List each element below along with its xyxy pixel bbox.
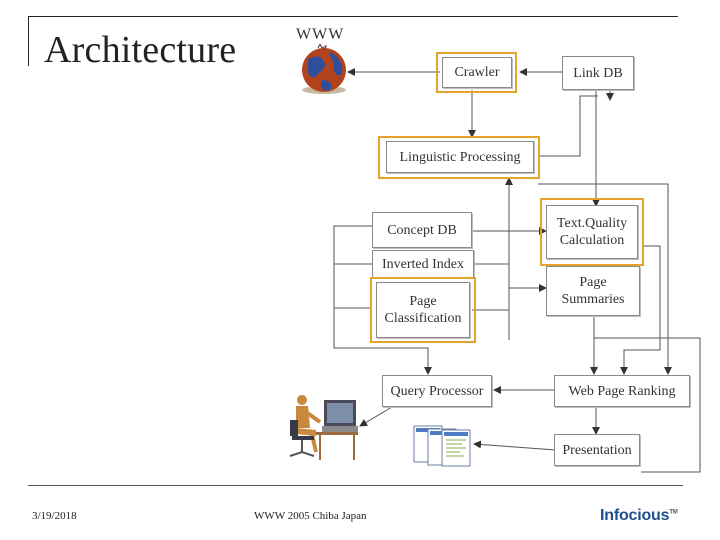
linguistic-highlight (378, 136, 540, 179)
text-quality-highlight (540, 198, 644, 266)
page-classification-line2: Classification (384, 311, 462, 326)
footer-date: 3/19/2018 (32, 510, 77, 522)
brand-name: Infocious (600, 507, 670, 524)
query-processor-node: Query Processor (382, 375, 492, 407)
page-summaries-line2: Summaries (561, 292, 625, 307)
text-quality-line1: Text.Quality (556, 216, 628, 231)
left-rule (28, 16, 29, 66)
result-pages-icon (413, 425, 471, 467)
link-db-node: Link DB (562, 56, 634, 90)
footer-rule (28, 485, 683, 486)
crawler-node: Crawler (442, 57, 512, 88)
footer-conference: WWW 2005 Chiba Japan (254, 510, 367, 522)
linguistic-processing-node: Linguistic Processing (386, 141, 534, 173)
globe-icon (302, 44, 346, 94)
presentation-node: Presentation (554, 434, 640, 466)
text-quality-node: Text.Quality Calculation (546, 205, 638, 259)
slide-title: Architecture (44, 29, 237, 71)
web-page-ranking-node: Web Page Ranking (554, 375, 690, 407)
text-quality-line2: Calculation (559, 233, 625, 248)
brand-logo: InfociousTM (600, 507, 678, 525)
page-classification-highlight (370, 277, 476, 343)
page-classification-node: Page Classification (376, 282, 470, 338)
concept-db-node: Concept DB (372, 212, 472, 248)
page-classification-line1: Page (409, 294, 437, 309)
crawler-highlight (436, 52, 517, 93)
page-summaries-node: Page Summaries (546, 266, 640, 316)
top-rule (28, 16, 678, 17)
user-at-computer-icon (289, 395, 358, 460)
inverted-index-node: Inverted Index (372, 250, 474, 278)
brand-trademark: TM (669, 509, 678, 516)
www-label: WWW (296, 26, 345, 43)
page-summaries-line1: Page (579, 275, 607, 290)
